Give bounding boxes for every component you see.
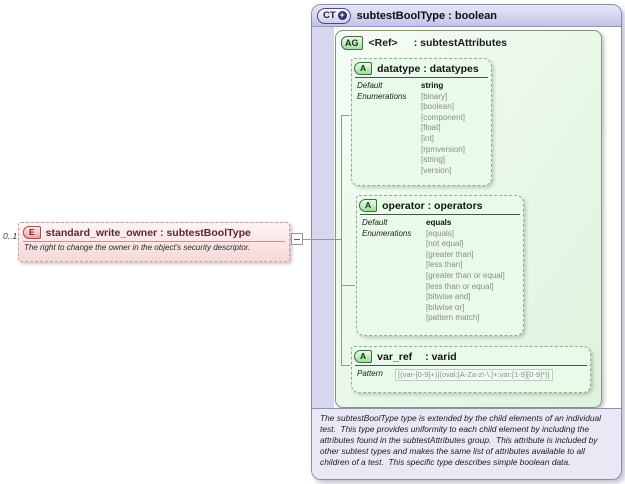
collapse-icon (294, 239, 300, 240)
attribute-badge: A (354, 350, 373, 363)
attribute-badge: A (354, 62, 373, 75)
attribute-divider (355, 77, 488, 78)
complex-type-badge[interactable]: CT + (317, 7, 351, 24)
element-badge: E (23, 226, 41, 239)
enum-value: [pattern match] (426, 313, 480, 323)
enum-value: [less than] (426, 260, 463, 270)
attribute-group-header: AG <Ref> : subtestAttributes (336, 31, 601, 50)
enum-value: [equals] (426, 228, 455, 238)
property-values: equals [equals] [not equal] [greater tha… (426, 218, 518, 324)
enum-value: [component] (421, 112, 466, 122)
attribute-type: : varid (425, 350, 457, 363)
enum-value: [float] (421, 123, 441, 133)
attribute-box-var-ref: A var_ref : varid Pattern [(var-[0-9]+)|… (351, 346, 591, 393)
attribute-box-datatype: A datatype : datatypes Default Enumerati… (351, 58, 492, 186)
element-box-standard-write-owner[interactable]: E standard_write_owner : subtestBoolType… (18, 222, 290, 262)
attribute-title: operator : operators (382, 199, 483, 212)
attribute-group-box: AG <Ref> : subtestAttributes A datatype … (335, 30, 602, 408)
enum-value: [binary] (421, 91, 448, 101)
enum-value: [int] (421, 133, 434, 143)
enum-value: [less than or equal] (426, 281, 494, 291)
enum-value: [boolean] (421, 102, 454, 112)
property-labels: Default Enumerations (362, 218, 426, 324)
occurrence-label: 0..1 (3, 231, 18, 241)
enum-value: [rpmversion] (421, 144, 466, 154)
enum-value: [bitwise and] (426, 292, 471, 302)
enumerations-label: Enumerations (357, 91, 407, 101)
attribute-divider (355, 365, 587, 366)
attribute-properties: Default Enumerations equals [equals] [no… (357, 217, 523, 325)
enum-value: [greater than] (426, 249, 474, 259)
default-value: equals (426, 218, 452, 227)
connector-stub-var-ref (342, 365, 350, 366)
enumerations-label: Enumerations (362, 228, 412, 238)
attribute-title: var_ref (377, 350, 413, 363)
connector-stub-operator (342, 285, 355, 286)
enum-value: [version] (421, 165, 452, 175)
enum-value: [bitwise or] (426, 302, 465, 312)
attribute-badge: A (359, 199, 378, 212)
complex-type-box: CT + subtestBoolType : boolean AG <Ref> … (311, 4, 622, 480)
attribute-group-badge: AG (341, 36, 363, 50)
attribute-divider (360, 214, 520, 215)
attribute-properties: Default Enumerations string [binary] [bo… (352, 80, 491, 177)
element-annotation: The right to change the owner in the obj… (24, 243, 251, 252)
attribute-group-type: : subtestAttributes (413, 37, 508, 49)
complex-type-header: CT + subtestBoolType : boolean (312, 5, 621, 27)
default-value: string (421, 81, 444, 90)
attribute-header: A var_ref : varid (352, 347, 590, 363)
enum-value: [not equal] (426, 239, 464, 249)
connector-trunk (341, 115, 342, 366)
complex-type-title: subtestBoolType : boolean (356, 9, 498, 22)
expand-icon[interactable]: + (337, 10, 347, 20)
attribute-group-ref[interactable]: <Ref> (368, 37, 398, 49)
attribute-box-operator: A operator : operators Default Enumerati… (356, 195, 524, 336)
pattern-value: [(var-[0-9]+)|(oval:[A-Za-z\-\.]+:var:[1… (395, 369, 553, 381)
attribute-properties: Pattern [(var-[0-9]+)|(oval:[A-Za-z\-\.]… (352, 368, 590, 382)
default-label: Default (357, 81, 383, 90)
property-values: string [binary] [boolean] [component] [f… (421, 81, 486, 176)
attribute-header: A operator : operators (357, 196, 523, 212)
attribute-header: A datatype : datatypes (352, 59, 491, 75)
connector-line (303, 239, 341, 240)
type-documentation: The subtestBoolType type is extended by … (312, 408, 621, 479)
attribute-title: datatype : datatypes (377, 62, 479, 75)
complex-type-left-strip (312, 27, 334, 408)
connector-stub-datatype (342, 115, 350, 116)
default-label: Default (362, 218, 388, 227)
complex-type-badge-label: CT (323, 10, 336, 21)
pattern-label: Pattern (357, 369, 383, 378)
enum-value: [greater than or equal] (426, 270, 505, 280)
element-divider (23, 241, 285, 242)
element-title: standard_write_owner : subtestBoolType (45, 226, 251, 239)
element-header: E standard_write_owner : subtestBoolType (19, 223, 289, 239)
collapse-toggle[interactable] (291, 233, 303, 245)
property-labels: Default Enumerations (357, 81, 421, 176)
enum-value: [string] (421, 155, 446, 165)
